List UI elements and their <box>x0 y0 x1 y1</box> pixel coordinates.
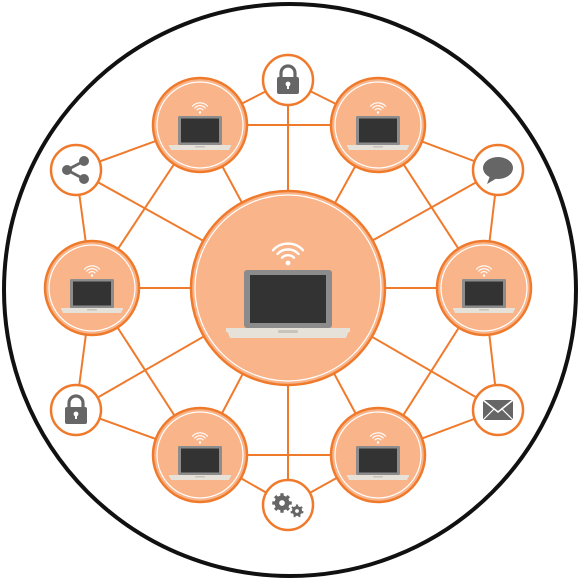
laptop-node-2 <box>329 76 427 174</box>
lock-icon <box>277 64 299 94</box>
laptop-node-3-inner-ring <box>440 244 528 332</box>
share-dot <box>62 165 72 175</box>
gear-hole <box>295 509 299 513</box>
chat-bubble-icon <box>483 157 513 184</box>
laptop-node-6-inner-ring <box>48 244 136 332</box>
gear-hole <box>279 500 285 506</box>
laptop-node-3 <box>435 239 533 337</box>
service-node-2 <box>471 143 525 197</box>
gear-small <box>290 504 304 518</box>
laptop-node-4-inner-ring <box>334 411 422 499</box>
laptop-node-2-inner-ring <box>334 81 422 169</box>
share-icon <box>62 156 89 184</box>
network-nodes <box>43 53 533 532</box>
chat-tail <box>487 176 497 184</box>
gear-large <box>272 493 292 513</box>
laptop-node-5 <box>151 406 249 504</box>
service-node-5 <box>49 383 103 437</box>
hub-node <box>189 189 387 387</box>
share-dot <box>79 174 89 184</box>
chat-bubble <box>483 157 513 179</box>
laptop-node-5-inner-ring <box>156 411 244 499</box>
laptop-node-1 <box>151 76 249 174</box>
service-node-circle <box>49 143 103 197</box>
envelope-flap <box>482 399 514 414</box>
hub-node-inner-ring <box>194 194 382 382</box>
lock-shackle <box>279 64 297 78</box>
laptop-node-6 <box>43 239 141 337</box>
lock-keyhole-slot <box>75 414 77 419</box>
service-node-6 <box>49 143 103 197</box>
lock-shackle <box>67 394 85 408</box>
envelope-icon <box>482 399 514 421</box>
service-node-1 <box>261 53 315 107</box>
envelope-folds <box>482 408 514 421</box>
service-node-4 <box>261 478 315 532</box>
gears-icon <box>272 493 304 518</box>
lock-keyhole-slot <box>287 84 289 89</box>
laptop-node-4 <box>329 406 427 504</box>
service-node-3 <box>471 383 525 437</box>
lock-icon <box>65 394 87 424</box>
share-dot <box>79 156 89 166</box>
laptop-node-1-inner-ring <box>156 81 244 169</box>
